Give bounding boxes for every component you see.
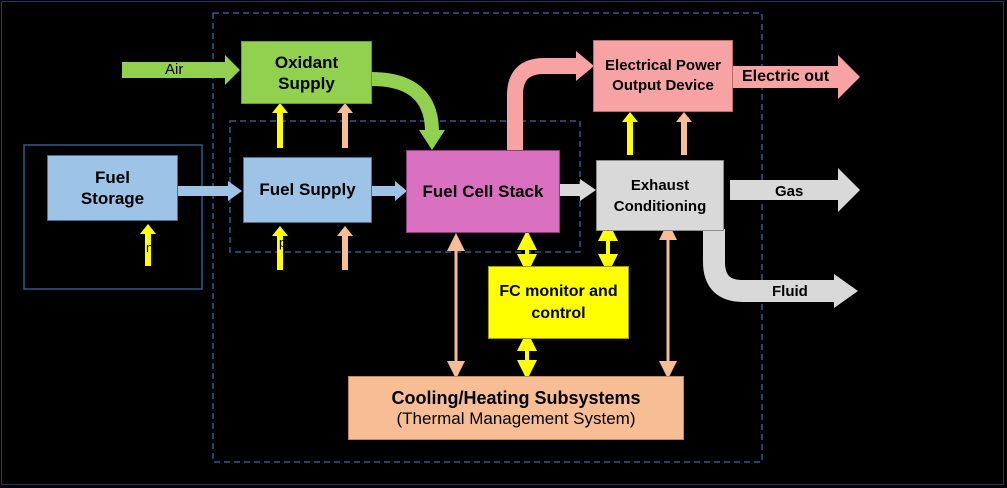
gas-label: Gas [775,183,804,200]
oxidant-feed-arrows [272,103,353,148]
air-label: Air [165,61,184,78]
fuel-storage-block: Fuel Storage [47,155,178,221]
fluid-label: Fluid [772,283,808,300]
thermal-management-block: Cooling/Heating Subsystems (Thermal Mana… [348,376,684,440]
cooling-subtitle: (Thermal Management System) [396,408,636,428]
gas-arrow [730,168,860,212]
fuel-supply-block: Fuel Supply [243,157,372,223]
electrical-output-block: Electrical Power Output Device [593,40,733,112]
exhaust-conditioning-block: Exhaust Conditioning [596,160,724,231]
oxidant-to-stack-arrow [370,72,439,133]
oxidant-supply-label: Oxidant Supply [274,52,339,93]
fuel-cell-stack-block: Fuel Cell Stack [406,150,560,233]
fuel-storage-feed-arrow [140,224,156,266]
electric-out-label: Electric out [742,68,830,85]
fc-monitor-block: FC monitor and control [488,266,629,339]
supply-mark: p [279,235,287,250]
fluid-arrow [703,229,836,302]
stack-to-exhaust-arrow [560,179,596,201]
fuel-supply-label: Fuel Supply [259,180,356,199]
storage-to-supply-arrow [178,181,242,201]
stack-to-electrical-arrow [507,58,578,150]
storage-mark: n [146,240,154,255]
electrical-feed-arrows [622,112,692,155]
fuel-supply-feed-arrows [272,226,353,270]
cooling-title: Cooling/Heating Subsystems [391,387,641,408]
electric-out-arrow [733,55,860,99]
supply-to-stack-arrow [372,181,407,201]
fuel-storage-boundary [23,144,203,290]
oxidant-supply-block: Oxidant Supply [241,41,372,104]
electrical-output-label: Electrical Power Output Device [605,57,721,94]
fuel-cell-stack-label: Fuel Cell Stack [422,181,544,201]
air-arrow [122,55,240,85]
exhaust-conditioning-label: Exhaust Conditioning [613,176,707,215]
fuel-storage-label: Fuel Storage [80,168,145,208]
fc-monitor-label: FC monitor and control [499,282,618,322]
system-boundary [212,12,763,463]
